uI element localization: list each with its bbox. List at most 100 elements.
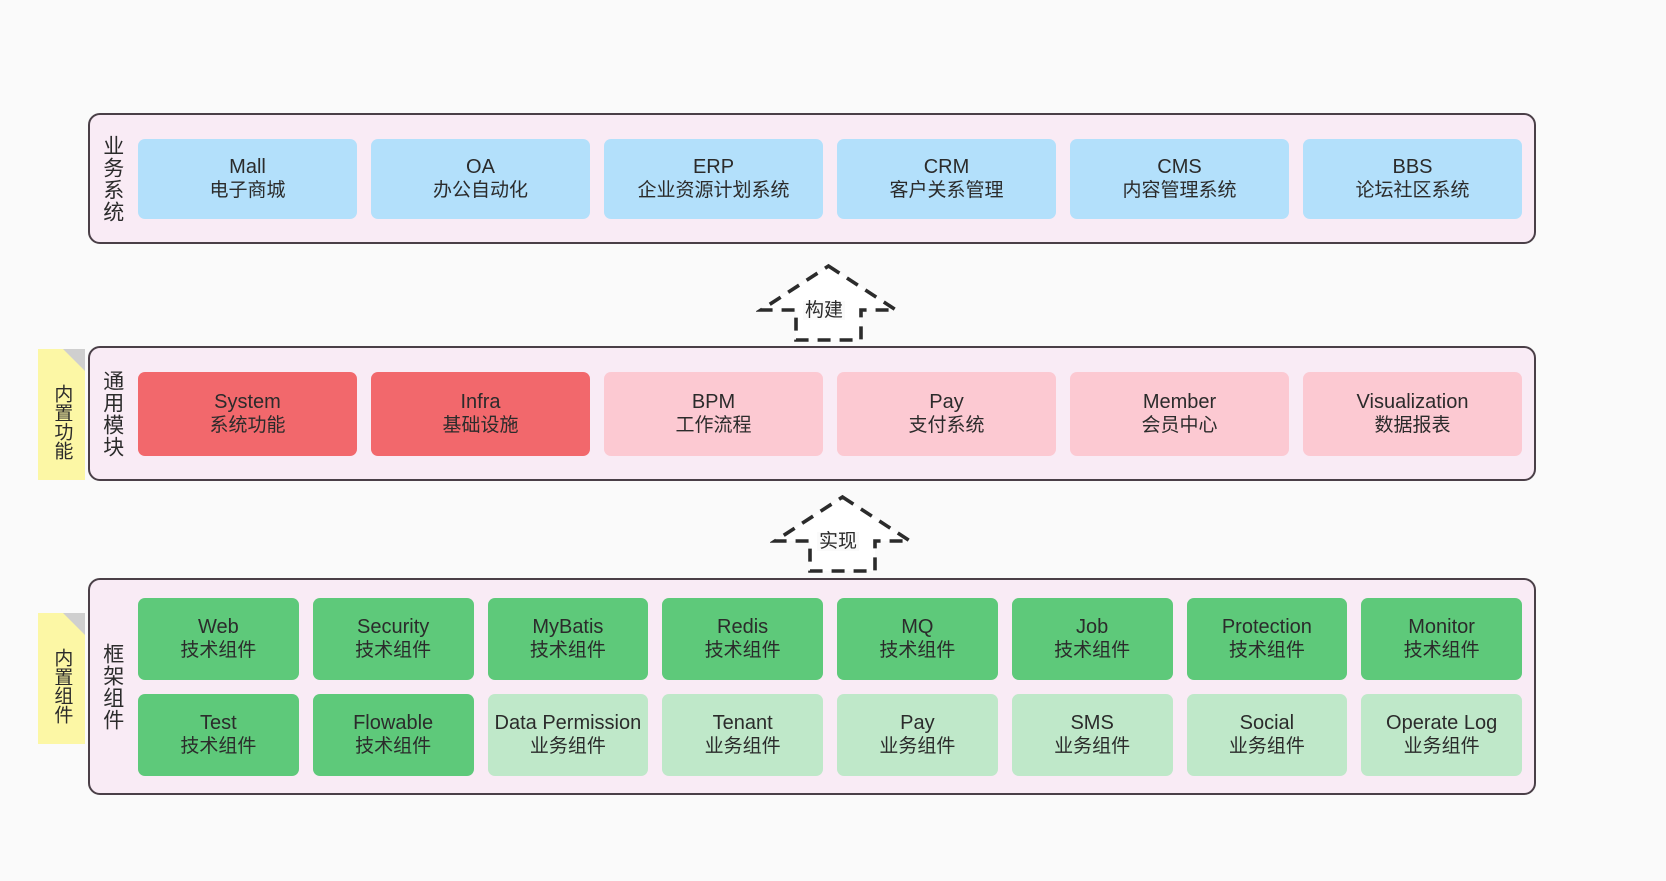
card-sms[interactable]: SMS 业务组件 — [1011, 693, 1173, 776]
card-subtitle: 业务组件 — [1403, 736, 1480, 758]
card-subtitle: 技术组件 — [704, 640, 781, 662]
sticky-builtin-functions: 内置功能 — [38, 349, 85, 480]
card-subtitle: 技术组件 — [180, 736, 257, 758]
implement-arrow-label: 实现 — [817, 531, 860, 552]
sticky-fold-corner-icon — [63, 349, 85, 371]
card-bpm[interactable]: BPM 工作流程 — [604, 371, 823, 456]
card-social[interactable]: Social 业务组件 — [1186, 693, 1348, 776]
card-subtitle: 企业资源计划系统 — [637, 180, 790, 202]
card-subtitle: 内容管理系统 — [1122, 180, 1237, 202]
implement-arrow: 实现 — [768, 493, 917, 573]
card-oa[interactable]: OA 办公自动化 — [371, 138, 590, 219]
card-title: CRM — [923, 155, 970, 178]
card-subtitle: 业务组件 — [1054, 736, 1131, 758]
card-system[interactable]: System 系统功能 — [138, 371, 357, 456]
card-crm[interactable]: CRM 客户关系管理 — [837, 138, 1056, 219]
general-module-layer: 通用模块 System 系统功能 Infra 基础设施 BPM 工作流程 Pay… — [88, 346, 1536, 481]
card-title: Visualization — [1356, 390, 1469, 413]
card-subtitle: 业务组件 — [704, 736, 781, 758]
card-mybatis[interactable]: MyBatis 技术组件 — [487, 597, 649, 680]
card-title: Member — [1142, 390, 1217, 413]
card-cms[interactable]: CMS 内容管理系统 — [1070, 138, 1289, 219]
build-arrow-label: 构建 — [803, 300, 846, 321]
framework-component-layer: 框架组件 Web 技术组件 Security 技术组件 MyBatis 技术组件… — [88, 578, 1536, 795]
card-title: ERP — [692, 155, 735, 178]
card-title: Protection — [1221, 615, 1312, 638]
card-title: Infra — [460, 390, 501, 413]
sticky-label: 内置组件 — [51, 647, 73, 724]
card-infra[interactable]: Infra 基础设施 — [371, 371, 590, 456]
card-title: Flowable — [353, 711, 434, 734]
business-system-layer: 业务系统 Mall 电子商城 OA 办公自动化 ERP 企业资源计划系统 CRM… — [88, 113, 1536, 244]
card-title: Social — [1239, 711, 1295, 734]
build-arrow: 构建 — [754, 262, 903, 342]
card-mall[interactable]: Mall 电子商城 — [138, 138, 357, 219]
card-title: Job — [1076, 615, 1109, 638]
card-pay-module[interactable]: Pay 支付系统 — [837, 371, 1056, 456]
card-title: Data Permission — [494, 711, 642, 734]
card-title: Mall — [229, 155, 266, 178]
card-title: Redis — [717, 615, 769, 638]
sticky-builtin-components: 内置组件 — [38, 613, 85, 744]
card-security[interactable]: Security 技术组件 — [312, 597, 474, 680]
card-subtitle: 论坛社区系统 — [1355, 180, 1470, 202]
framework-component-layer-label: 框架组件 — [100, 642, 124, 731]
sticky-label: 内置功能 — [51, 383, 73, 460]
card-title: Web — [197, 615, 239, 638]
card-web[interactable]: Web 技术组件 — [138, 597, 299, 680]
card-visualization[interactable]: Visualization 数据报表 — [1303, 371, 1522, 456]
framework-row-tech: Web 技术组件 Security 技术组件 MyBatis 技术组件 Redi… — [138, 597, 1522, 680]
card-subtitle: 支付系统 — [908, 415, 985, 437]
card-subtitle: 技术组件 — [180, 640, 257, 662]
card-bbs[interactable]: BBS 论坛社区系统 — [1303, 138, 1522, 219]
card-subtitle: 业务组件 — [1228, 736, 1305, 758]
card-subtitle: 工作流程 — [675, 415, 752, 437]
card-subtitle: 电子商城 — [209, 180, 286, 202]
framework-row-business: Test 技术组件 Flowable 技术组件 Data Permission … — [138, 693, 1522, 776]
sticky-fold-corner-icon — [63, 613, 85, 635]
card-tenant[interactable]: Tenant 业务组件 — [662, 693, 823, 776]
framework-component-cards: Web 技术组件 Security 技术组件 MyBatis 技术组件 Redi… — [134, 580, 1534, 793]
card-subtitle: 技术组件 — [879, 640, 956, 662]
card-subtitle: 技术组件 — [1228, 640, 1305, 662]
card-subtitle: 技术组件 — [1054, 640, 1131, 662]
card-data-permission[interactable]: Data Permission 业务组件 — [487, 693, 649, 776]
card-subtitle: 客户关系管理 — [889, 180, 1004, 202]
card-flowable[interactable]: Flowable 技术组件 — [312, 693, 474, 776]
card-operate-log[interactable]: Operate Log 业务组件 — [1361, 693, 1522, 776]
card-title: MyBatis — [532, 615, 604, 638]
card-job[interactable]: Job 技术组件 — [1011, 597, 1173, 680]
card-title: System — [214, 390, 281, 413]
card-erp[interactable]: ERP 企业资源计划系统 — [604, 138, 823, 219]
card-subtitle: 基础设施 — [442, 415, 519, 437]
card-title: SMS — [1070, 711, 1114, 734]
card-subtitle: 技术组件 — [355, 736, 432, 758]
general-module-cards: System 系统功能 Infra 基础设施 BPM 工作流程 Pay 支付系统… — [134, 348, 1534, 479]
card-title: BPM — [691, 390, 736, 413]
card-subtitle: 业务组件 — [529, 736, 606, 758]
card-title: MQ — [901, 615, 934, 638]
card-title: Pay — [900, 711, 935, 734]
card-title: BBS — [1392, 155, 1433, 178]
card-redis[interactable]: Redis 技术组件 — [662, 597, 823, 680]
card-title: OA — [466, 155, 495, 178]
card-subtitle: 办公自动化 — [432, 180, 528, 202]
card-subtitle: 技术组件 — [355, 640, 432, 662]
card-mq[interactable]: MQ 技术组件 — [837, 597, 998, 680]
card-test[interactable]: Test 技术组件 — [138, 693, 299, 776]
card-title: Test — [200, 711, 237, 734]
card-monitor[interactable]: Monitor 技术组件 — [1361, 597, 1522, 680]
card-title: Security — [357, 615, 430, 638]
card-subtitle: 数据报表 — [1374, 415, 1451, 437]
business-system-layer-label: 业务系统 — [100, 134, 124, 223]
card-protection[interactable]: Protection 技术组件 — [1186, 597, 1348, 680]
business-system-cards: Mall 电子商城 OA 办公自动化 ERP 企业资源计划系统 CRM 客户关系… — [134, 115, 1534, 242]
card-pay-component[interactable]: Pay 业务组件 — [837, 693, 998, 776]
card-subtitle: 技术组件 — [529, 640, 606, 662]
card-title: Operate Log — [1386, 711, 1498, 734]
card-title: CMS — [1157, 155, 1202, 178]
card-member[interactable]: Member 会员中心 — [1070, 371, 1289, 456]
card-subtitle: 会员中心 — [1141, 415, 1218, 437]
card-title: Monitor — [1408, 615, 1475, 638]
